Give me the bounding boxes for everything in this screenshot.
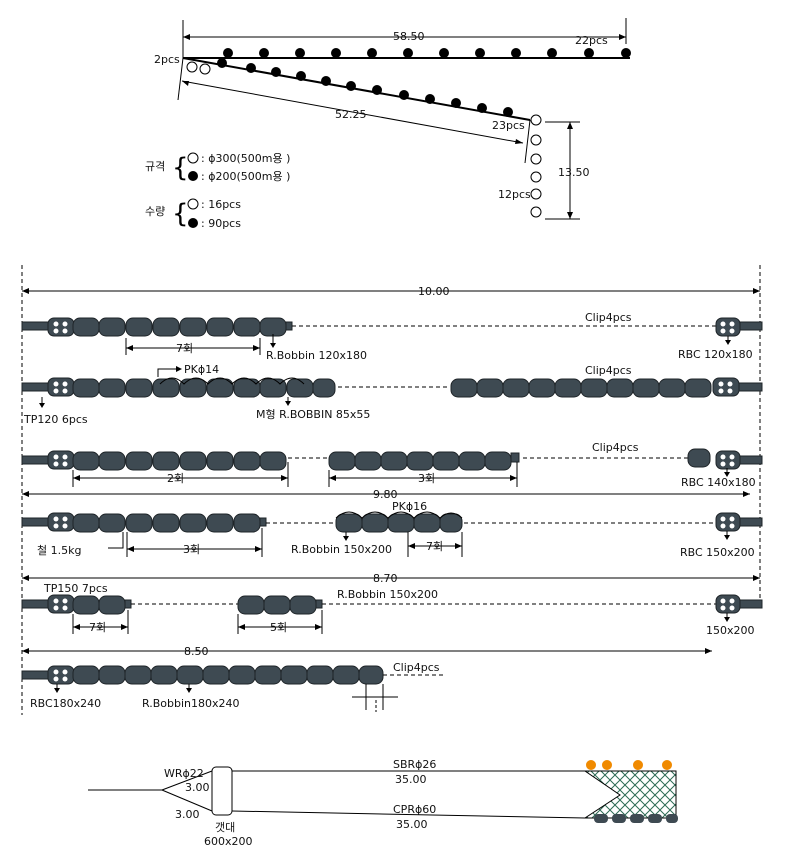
legend-spec-filled: : ϕ200(500m용 ) bbox=[201, 170, 290, 183]
legend: 규격 { : ϕ300(500m용 ) : ϕ200(500m용 ) 수량 { … bbox=[145, 152, 290, 230]
tp-label: TP150 7pcs bbox=[43, 582, 108, 595]
rbc-label: RBC 120x180 bbox=[678, 348, 753, 361]
chain-r2 bbox=[72, 377, 336, 398]
span-7: 7회 bbox=[426, 540, 443, 553]
pk-label: PKϕ14 bbox=[184, 363, 219, 376]
dim-850-label: 8.50 bbox=[184, 645, 209, 658]
span-3: 3회 bbox=[183, 543, 200, 556]
open-float-column bbox=[530, 114, 542, 218]
span-7: 7회 bbox=[176, 342, 193, 355]
row-3: Clip4pcs 2회 3회 RBC 140x180 9.80 bbox=[21, 441, 763, 501]
row-4: PKϕ16 철 1.5kg 3회 R.Bobbin 150x200 7회 RBC… bbox=[21, 500, 763, 585]
clip-label: Clip4pcs bbox=[585, 311, 632, 324]
headline-diagram: 58.50 22pcs 2pcs 52.25 23pcs bbox=[154, 18, 631, 220]
filled-float-row bbox=[223, 48, 631, 58]
dim-52-label: 52.25 bbox=[335, 108, 367, 121]
row-1: 10.00 Clip4pcs 7회 R.Bobbin 120x180 RBC 1… bbox=[21, 285, 763, 362]
bottom-diagram: WRϕ22 3.00 3.00 SBRϕ26 35.00 CPRϕ60 35.0… bbox=[88, 758, 678, 848]
legend-spec-open: : ϕ300(500m용 ) bbox=[201, 152, 290, 165]
label-12pcs: 12pcs bbox=[498, 188, 531, 201]
rbc-label: RBC 150x200 bbox=[680, 546, 755, 559]
d300a-label: 3.00 bbox=[185, 781, 210, 794]
rbc-label: RBC180x240 bbox=[30, 697, 101, 710]
weight-label: 철 1.5kg bbox=[37, 544, 81, 557]
bobbin-label: R.Bobbin180x240 bbox=[142, 697, 240, 710]
pk-label: PKϕ16 bbox=[392, 500, 427, 513]
open-float bbox=[186, 61, 198, 73]
wr-label: WRϕ22 bbox=[164, 767, 204, 780]
span-7: 7회 bbox=[89, 621, 106, 634]
mbobbin-label: M형 R.BOBBIN 85x55 bbox=[256, 408, 370, 421]
open-float-legend bbox=[187, 198, 199, 210]
clip-label: Clip4pcs bbox=[393, 661, 440, 674]
otter-board bbox=[211, 766, 233, 816]
float-balls bbox=[586, 760, 672, 770]
span-5: 5회 bbox=[270, 621, 287, 634]
legend-qty-label: 수량 bbox=[145, 205, 165, 218]
dim-58-label: 58.50 bbox=[393, 30, 425, 43]
open-float bbox=[199, 63, 211, 75]
cpr-len: 35.00 bbox=[396, 818, 428, 831]
brace: { bbox=[172, 199, 189, 229]
bobbin-label: R.Bobbin 120x180 bbox=[266, 349, 367, 362]
chain-left bbox=[21, 317, 293, 337]
legend-qty-filled: : 90pcs bbox=[201, 217, 241, 230]
tp-label: TP120 6pcs bbox=[23, 413, 88, 426]
end-label: 150x200 bbox=[706, 624, 755, 637]
rbc-label: RBC 140x180 bbox=[681, 476, 756, 489]
filled-float-legend bbox=[188, 171, 198, 181]
footrope-bobbins bbox=[594, 814, 678, 823]
clip-label: Clip4pcs bbox=[585, 364, 632, 377]
dim-980-label: 9.80 bbox=[373, 488, 398, 501]
bobbin-label: R.Bobbin 150x200 bbox=[291, 543, 392, 556]
label-2pcs: 2pcs bbox=[154, 53, 180, 66]
legend-spec-label: 규격 bbox=[145, 160, 165, 173]
gaedae-size: 600x200 bbox=[204, 835, 253, 848]
brace: { bbox=[172, 153, 189, 183]
net-mesh bbox=[583, 770, 677, 819]
slant-rope bbox=[182, 57, 531, 121]
clip-label: Clip4pcs bbox=[592, 441, 639, 454]
cpr-label: CPRϕ60 bbox=[393, 803, 436, 816]
label-23pcs: 23pcs bbox=[492, 119, 525, 132]
dim-10-label: 10.00 bbox=[418, 285, 450, 298]
filled-float-slant bbox=[217, 58, 513, 117]
dim-line-52 bbox=[181, 80, 524, 144]
legend-qty-open: : 16pcs bbox=[201, 198, 241, 211]
row-2: Clip4pcs PKϕ14 TP120 6pcs M형 R.BOBBIN 85… bbox=[21, 363, 763, 426]
gaedae-label: 갯대 bbox=[215, 821, 235, 834]
chain-r2b bbox=[450, 377, 763, 398]
slant-tick bbox=[524, 119, 531, 164]
chain-right bbox=[715, 317, 763, 337]
bobbin-label: R.Bobbin 150x200 bbox=[337, 588, 438, 601]
d300b-label: 3.00 bbox=[175, 808, 200, 821]
span-3: 3회 bbox=[418, 472, 435, 485]
pk-chain bbox=[159, 377, 305, 385]
slant-tick bbox=[177, 57, 184, 101]
rbc-bobbin bbox=[47, 317, 75, 337]
dim-870-label: 8.70 bbox=[373, 572, 398, 585]
label-22pcs: 22pcs bbox=[575, 34, 608, 47]
row-6: Clip4pcs RBC180x240 R.Bobbin180x240 bbox=[21, 661, 445, 712]
open-float-legend bbox=[187, 152, 199, 164]
sbr-label: SBRϕ26 bbox=[393, 758, 436, 771]
row-5: TP150 7pcs R.Bobbin 150x200 7회 5회 150x20… bbox=[21, 582, 763, 658]
filled-float-legend bbox=[188, 218, 198, 228]
dim-13-label: 13.50 bbox=[558, 166, 590, 179]
sbr-len: 35.00 bbox=[395, 773, 427, 786]
span-2: 2회 bbox=[167, 472, 184, 485]
